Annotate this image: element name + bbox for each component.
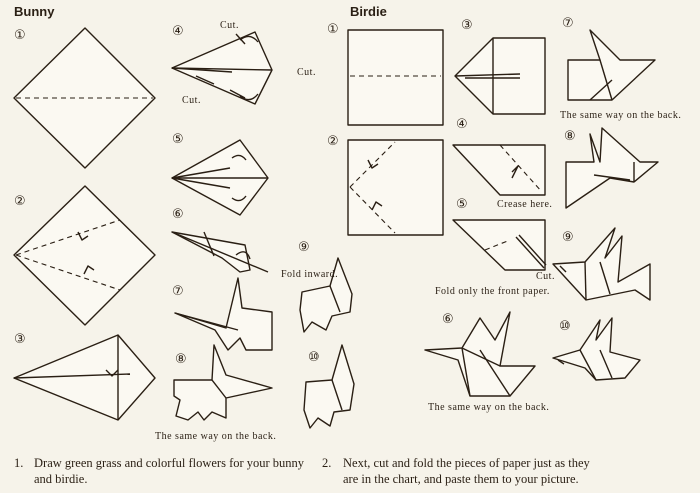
bunny-step-6-number: ⑥	[172, 207, 184, 222]
bunny-title: Bunny	[14, 4, 55, 19]
bunny-step-9-number: ⑨	[298, 240, 310, 255]
instruction-2-line1: Next, cut and fold the pieces of paper j…	[343, 456, 590, 470]
bunny-cut-label-right: Cut.	[297, 67, 316, 78]
bunny-step-8-figure	[173, 344, 273, 421]
bunny-step-1-number: ①	[14, 28, 26, 43]
bunny-step-5-number: ⑤	[172, 132, 184, 147]
birdie-same-back-label-7: The same way on the back.	[560, 110, 682, 121]
birdie-step-4-figure	[452, 144, 546, 196]
bunny-step-3-figure	[13, 334, 156, 421]
instruction-1-line2: and birdie.	[34, 472, 88, 486]
birdie-step-9-figure	[552, 227, 651, 301]
birdie-title: Birdie	[350, 4, 387, 19]
instruction-1-number: 1.	[14, 456, 24, 470]
bunny-step-4-number: ④	[172, 24, 184, 39]
bunny-step-3-number: ③	[14, 332, 26, 347]
bunny-step-2-figure	[13, 185, 156, 326]
instruction-1-line1: Draw green grass and colorful flowers fo…	[34, 456, 305, 470]
birdie-step-1-number: ①	[327, 22, 339, 37]
bunny-cut-label-top: Cut.	[220, 20, 239, 31]
bunny-step-10-number: ⑩	[308, 350, 320, 365]
birdie-step-5-figure	[452, 219, 547, 271]
bunny-step-8-number: ⑧	[175, 352, 187, 367]
bunny-step-6-figure	[171, 231, 269, 273]
bunny-step-7-number: ⑦	[172, 284, 184, 299]
bunny-step-4-figure	[171, 31, 273, 105]
birdie-step-7-number: ⑦	[562, 16, 574, 31]
birdie-step-6-figure	[424, 311, 536, 397]
bunny-same-back-label: The same way on the back.	[155, 431, 277, 442]
bunny-step-2-number: ②	[14, 194, 26, 209]
birdie-step-9-number: ⑨	[562, 230, 574, 245]
birdie-same-back-label-6: The same way on the back.	[428, 402, 550, 413]
birdie-step-8-number: ⑧	[564, 129, 576, 144]
birdie-step-10-figure	[552, 317, 641, 381]
instruction-2-line2: are in the chart, and paste them to your…	[343, 472, 579, 486]
birdie-step-1-figure	[347, 29, 444, 126]
birdie-step-3-number: ③	[461, 18, 473, 33]
bunny-step-7-figure	[174, 277, 273, 351]
bunny-cut-label-left: Cut.	[182, 95, 201, 106]
bunny-step-5-figure	[171, 139, 269, 216]
birdie-step-4-number: ④	[456, 117, 468, 132]
fold-front-label: Fold only the front paper.	[435, 286, 550, 297]
fold-inward-label: Fold inward.	[281, 269, 339, 280]
birdie-step-2-number: ②	[327, 134, 339, 149]
crease-here-label: Crease here.	[497, 199, 553, 210]
birdie-step-8-figure	[565, 127, 659, 209]
birdie-step-2-figure	[347, 139, 444, 236]
birdie-step-7-figure	[567, 29, 656, 101]
bunny-step-1-figure	[13, 27, 156, 169]
instruction-2-number: 2.	[322, 456, 332, 470]
bunny-step-10-figure	[303, 344, 355, 429]
birdie-cut-label: Cut.	[536, 271, 555, 282]
birdie-step-10-number: ⑩	[559, 319, 571, 334]
birdie-step-5-number: ⑤	[456, 197, 468, 212]
birdie-step-3-figure	[454, 37, 546, 115]
birdie-step-6-number: ⑥	[442, 312, 454, 327]
bunny-step-9-figure	[299, 257, 353, 333]
